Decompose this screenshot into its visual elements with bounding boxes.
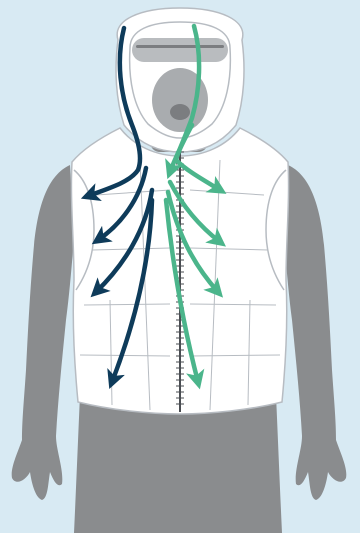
goggles [132,38,228,62]
goggles-strap-line [136,45,224,48]
mask-filter [170,104,190,120]
lower-body [74,395,282,533]
